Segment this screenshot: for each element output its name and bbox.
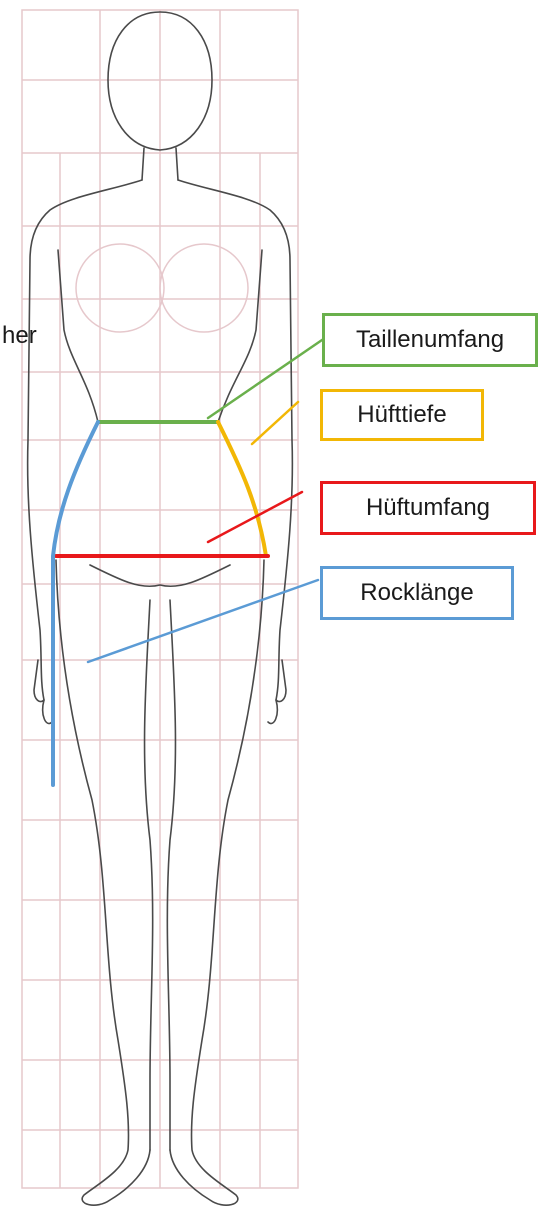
waist-label-text: Taillenumfang <box>356 326 504 354</box>
cutoff-text: her <box>2 322 37 350</box>
skirt-leader <box>88 580 318 662</box>
proportion-grid <box>22 10 298 1188</box>
waist-label: Taillenumfang <box>322 313 538 367</box>
hip-depth-label: Hüfttiefe <box>320 389 484 441</box>
hip-label: Hüftumfang <box>320 481 536 535</box>
left-bust-guide <box>76 244 164 332</box>
waist-leader <box>208 340 322 418</box>
right-leg-outer <box>170 560 264 1205</box>
right-bust-guide <box>160 244 248 332</box>
left-leg-inner <box>145 600 153 1150</box>
hip-leader <box>208 492 302 542</box>
hip-depth-curve <box>218 422 266 556</box>
hip-label-text: Hüftumfang <box>366 494 490 522</box>
hip-depth-label-text: Hüfttiefe <box>357 401 446 429</box>
skirt-label: Rocklänge <box>320 566 514 620</box>
skirt-label-text: Rocklänge <box>360 579 473 607</box>
right-leg-inner <box>167 600 175 1150</box>
